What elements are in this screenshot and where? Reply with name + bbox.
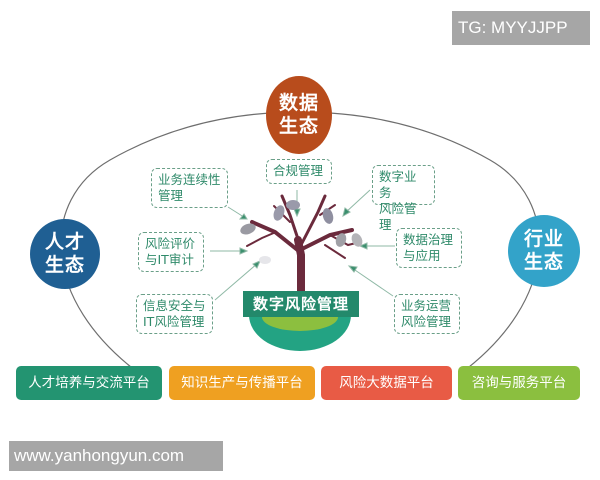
connector-arrows [210,189,395,301]
ground-grass [262,317,338,331]
domain-digital-business-risk: 数字业务 风险管理 [372,165,435,232]
ecosystem-talent-circle: 人才生态 [30,219,100,289]
ecosystem-talent-line1: 人才 [44,231,85,253]
ecosystem-data-line2: 生态 [278,115,319,137]
ecosystem-data-circle: 数据生态 [266,76,332,154]
ecosystem-industry-circle: 行业生态 [508,215,580,287]
platform-knowledge: 知识生产与传播平台 [169,366,315,400]
ecosystem-industry-line2: 生态 [523,251,564,273]
platform-risk-big-data: 风险大数据平台 [321,366,452,400]
ecosystem-industry-line1: 行业 [523,228,564,250]
watermark-top: TG: MYYJJPP [452,11,590,45]
ecosystem-talent-line2: 生态 [44,254,85,276]
platform-talent: 人才培养与交流平台 [16,366,162,400]
watermark-bottom: www.yanhongyun.com [9,441,223,471]
ecosystem-data-line1: 数据 [278,92,319,114]
leaf-icons [240,200,363,264]
domain-risk-assessment-it-audit: 风险评价 与IT审计 [138,232,204,272]
center-title-banner: 数字风险管理 [243,291,359,317]
domain-data-governance: 数据治理 与应用 [396,228,462,268]
tree-icon [246,194,361,296]
domain-infosec-it-risk: 信息安全与 IT风险管理 [136,294,213,334]
domain-business-continuity: 业务连续性 管理 [151,168,228,208]
domain-business-operations-risk: 业务运营 风险管理 [394,294,460,334]
platform-consulting: 咨询与服务平台 [458,366,580,400]
domain-compliance: 合规管理 [266,159,332,184]
